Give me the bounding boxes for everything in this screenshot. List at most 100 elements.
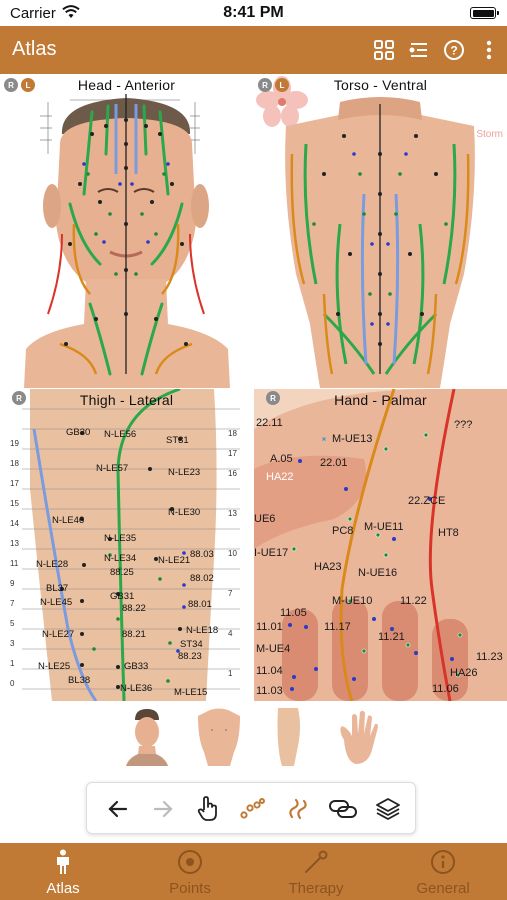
- point-label[interactable]: GB33: [124, 661, 149, 672]
- point-label[interactable]: 11.17: [324, 621, 351, 633]
- point-label[interactable]: 88.03: [190, 549, 214, 560]
- svg-text:5: 5: [10, 619, 15, 628]
- point-label[interactable]: 88.01: [188, 599, 212, 610]
- point-label[interactable]: N-LE45: [40, 597, 73, 608]
- point-label[interactable]: 22.01: [320, 457, 348, 469]
- hand-thumbnail[interactable]: [334, 706, 384, 768]
- point-label[interactable]: BL37: [46, 583, 69, 594]
- point-label[interactable]: N-LE35: [104, 533, 137, 544]
- svg-text:0: 0: [10, 679, 15, 688]
- forward-arrow-icon[interactable]: [149, 795, 177, 823]
- person-icon: [50, 849, 76, 875]
- point-label[interactable]: 11.03: [256, 685, 283, 697]
- points-icon[interactable]: [239, 795, 267, 823]
- point-label[interactable]: N-LE36: [120, 683, 153, 694]
- point-label[interactable]: ST34: [180, 639, 203, 650]
- list-icon[interactable]: [406, 37, 432, 63]
- svg-text:15: 15: [10, 499, 19, 508]
- point-label[interactable]: PC8: [332, 525, 354, 537]
- back-arrow-icon[interactable]: [104, 795, 132, 823]
- point-label[interactable]: 22.ZCE: [408, 495, 446, 507]
- svg-text:10: 10: [228, 549, 237, 558]
- point-label[interactable]: ???: [454, 419, 473, 431]
- point-label[interactable]: N-LE23: [168, 467, 201, 478]
- head-thumbnail[interactable]: [122, 706, 172, 768]
- right-side-badge[interactable]: R: [266, 391, 280, 405]
- point-label[interactable]: 88.25: [110, 567, 134, 578]
- point-label[interactable]: 11.05: [280, 607, 307, 619]
- panel-torso-ventral[interactable]: Storm R L Torso - Ventral: [254, 74, 507, 388]
- point-label[interactable]: M-LE15: [174, 687, 208, 698]
- meridian-icon[interactable]: [284, 795, 312, 823]
- point-label[interactable]: N-LE34: [104, 553, 137, 564]
- point-label[interactable]: 88.02: [190, 573, 214, 584]
- point-label[interactable]: N-LE56: [104, 429, 137, 440]
- point-label[interactable]: 11.06: [432, 683, 459, 695]
- tab-atlas[interactable]: Atlas: [0, 843, 126, 900]
- right-side-badge[interactable]: R: [258, 78, 272, 92]
- hand-pointer-icon[interactable]: [194, 795, 222, 823]
- layers-icon[interactable]: [374, 795, 402, 823]
- point-label[interactable]: M-UE4: [256, 643, 291, 655]
- tab-general[interactable]: General: [380, 843, 506, 900]
- point-label[interactable]: HA23: [314, 561, 342, 573]
- right-side-badge[interactable]: R: [12, 391, 26, 405]
- point-label[interactable]: HT8: [438, 527, 459, 539]
- point-label[interactable]: M-UE13: [332, 433, 373, 445]
- point-label[interactable]: 11.21: [378, 631, 405, 643]
- point-label[interactable]: 88.23: [178, 651, 202, 662]
- info-icon: [430, 849, 456, 875]
- point-label[interactable]: UE6: [254, 513, 276, 525]
- point-label[interactable]: 88.22: [122, 603, 146, 614]
- svg-text:11: 11: [10, 559, 19, 568]
- point-label[interactable]: 11.01: [256, 621, 283, 633]
- point-label[interactable]: ST31: [166, 435, 189, 446]
- torso-thumbnail[interactable]: [194, 706, 244, 768]
- point-label[interactable]: HA26: [450, 667, 478, 679]
- point-label[interactable]: 22.11: [256, 417, 283, 429]
- panel-head-anterior[interactable]: R L Head - Anterior: [0, 74, 253, 388]
- point-label[interactable]: 11.04: [256, 665, 283, 677]
- point-label[interactable]: N-LE28: [36, 559, 69, 570]
- point-label[interactable]: A.05: [270, 453, 293, 465]
- point-label[interactable]: N-LE57: [96, 463, 129, 474]
- link-icon[interactable]: [329, 795, 357, 823]
- point-label[interactable]: N-LE18: [186, 625, 219, 636]
- point-label[interactable]: I-UE17: [254, 547, 289, 559]
- hand-illustration: [254, 389, 507, 701]
- point-label[interactable]: N-LE27: [42, 629, 75, 640]
- navigation-bar: Atlas ?: [0, 26, 507, 74]
- help-icon[interactable]: ?: [441, 37, 467, 63]
- grid-icon[interactable]: [371, 37, 397, 63]
- point-label[interactable]: N-LE30: [168, 507, 201, 518]
- tab-points[interactable]: Points: [127, 843, 253, 900]
- thigh-thumbnail[interactable]: [264, 706, 314, 768]
- point-label[interactable]: N-LE46: [52, 515, 85, 526]
- point-label[interactable]: HA22: [266, 471, 294, 483]
- panel-title-head: Head - Anterior: [77, 77, 176, 93]
- point-label[interactable]: GB31: [110, 591, 135, 602]
- point-label[interactable]: GB30: [66, 427, 91, 438]
- point-label[interactable]: M-UE11: [364, 521, 404, 533]
- point-label[interactable]: M-UE10: [332, 595, 373, 607]
- point-label[interactable]: BL38: [68, 675, 91, 686]
- panel-hand-palmar[interactable]: R Hand - Palmar 22.11 M-UE13 ??? A.05 22…: [254, 389, 507, 701]
- battery-icon: [470, 7, 496, 19]
- point-label[interactable]: N-LE21: [158, 555, 191, 566]
- right-side-badge[interactable]: R: [4, 78, 18, 92]
- left-side-badge[interactable]: L: [275, 78, 289, 92]
- point-label[interactable]: 11.22: [400, 595, 427, 607]
- hibiscus-logo-icon: [256, 76, 308, 127]
- region-thumbnails: [0, 706, 507, 768]
- left-side-badge[interactable]: L: [21, 78, 35, 92]
- point-label[interactable]: N-LE25: [38, 661, 71, 672]
- more-icon[interactable]: [476, 37, 502, 63]
- svg-text:1: 1: [10, 659, 15, 668]
- svg-text:4: 4: [228, 629, 233, 638]
- point-label[interactable]: 11.23: [476, 651, 503, 663]
- point-label[interactable]: 88.21: [122, 629, 146, 640]
- tab-therapy[interactable]: Therapy: [253, 843, 379, 900]
- carrier-label: Carrier: [10, 5, 56, 22]
- point-label[interactable]: N-UE16: [358, 567, 398, 579]
